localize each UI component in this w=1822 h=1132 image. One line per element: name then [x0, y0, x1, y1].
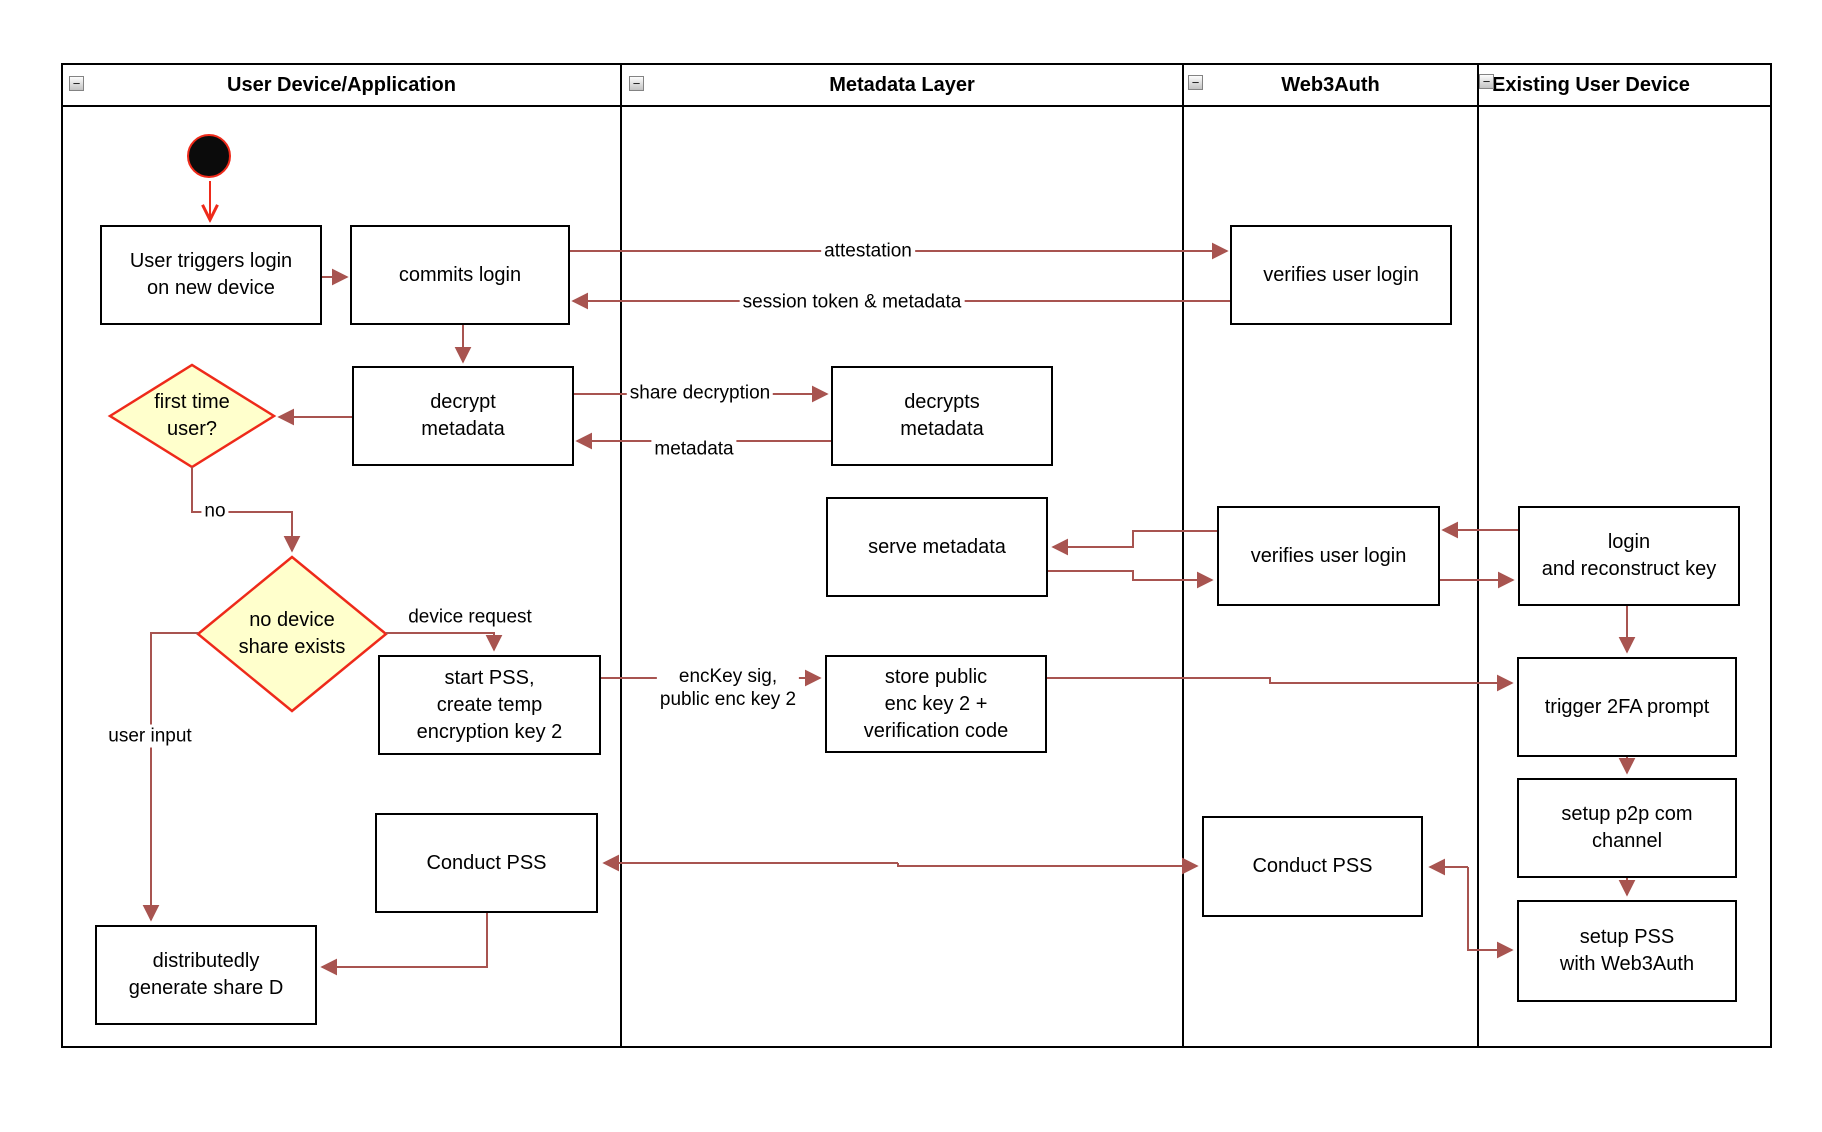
lane-divider-1: [620, 63, 622, 1048]
edge-device-request[interactable]: [386, 632, 503, 652]
edge-serve-to-verifies[interactable]: [1048, 570, 1214, 589]
node-setup-p2p-channel[interactable]: setup p2p com channel: [1517, 778, 1737, 878]
edge-label-attestation: attestation: [821, 239, 915, 263]
node-setup-pss-with-web3auth[interactable]: setup PSS with Web3Auth: [1517, 900, 1737, 1002]
node-distributedly-generate-share-d[interactable]: distributedly generate share D: [95, 925, 317, 1025]
lane-divider-3: [1477, 63, 1479, 1048]
edge-label-no: no: [201, 499, 229, 523]
lane-divider-2: [1182, 63, 1184, 1048]
node-serve-metadata[interactable]: serve metadata: [826, 497, 1048, 597]
edge-conduct-pss-to-web3auth-lane[interactable]: [897, 857, 1199, 875]
node-login-and-reconstruct-key[interactable]: login and reconstruct key: [1518, 506, 1740, 606]
edge-label-user-input: user input: [105, 724, 195, 748]
node-trigger-2fa-prompt[interactable]: trigger 2FA prompt: [1517, 657, 1737, 757]
node-verifies-user-login-1[interactable]: verifies user login: [1230, 225, 1452, 325]
edge-user-input[interactable]: [142, 632, 198, 922]
node-store-public-enc-key[interactable]: store public enc key 2 + verification co…: [825, 655, 1047, 753]
start-node[interactable]: [187, 134, 231, 178]
edge-no[interactable]: [191, 467, 301, 553]
edge-verifies-to-serve[interactable]: [1051, 530, 1217, 556]
edge-to-setup-pss-with-web3auth[interactable]: [1467, 867, 1514, 959]
edge-label-metadata: metadata: [651, 437, 737, 461]
collapse-icon[interactable]: −: [69, 76, 84, 91]
node-verifies-user-login-2[interactable]: verifies user login: [1217, 506, 1440, 606]
node-start-pss[interactable]: start PSS, create temp encryption key 2: [378, 655, 601, 755]
edge-label-device-request: device request: [405, 605, 535, 629]
edge-store-to-trigger-2fa[interactable]: [1047, 674, 1514, 692]
node-conduct-pss-user[interactable]: Conduct PSS: [375, 813, 598, 913]
node-commits-login[interactable]: commits login: [350, 225, 570, 325]
edge-label-enckey-sig: encKey sig, public enc key 2: [656, 665, 800, 711]
decision-no-device-share-label: no device share exists: [238, 609, 346, 658]
edge-label-share-decryption: share decryption: [626, 381, 774, 405]
collapse-icon[interactable]: −: [1479, 74, 1494, 89]
collapse-icon[interactable]: −: [629, 76, 644, 91]
edge-label-session-token: session token & metadata: [739, 290, 965, 314]
node-conduct-pss-web3auth[interactable]: Conduct PSS: [1202, 816, 1423, 917]
decision-first-time-user[interactable]: [107, 363, 277, 469]
lane-header-metadata-layer: Metadata Layer: [829, 73, 975, 96]
lane-header-divider: [61, 105, 1772, 107]
node-decrypts-metadata[interactable]: decrypts metadata: [831, 366, 1053, 466]
collapse-icon[interactable]: −: [1188, 75, 1203, 90]
node-decrypt-metadata[interactable]: decrypt metadata: [352, 366, 574, 466]
lane-header-web3auth: Web3Auth: [1281, 73, 1380, 96]
decision-first-time-user-label: first time user?: [154, 391, 230, 440]
lane-header-user-device: User Device/Application: [227, 73, 456, 96]
lane-header-existing-user-device: Existing User Device: [1492, 73, 1690, 96]
node-user-triggers-login[interactable]: User triggers login on new device: [100, 225, 322, 325]
edge-conduct-to-distributedly[interactable]: [320, 913, 488, 976]
